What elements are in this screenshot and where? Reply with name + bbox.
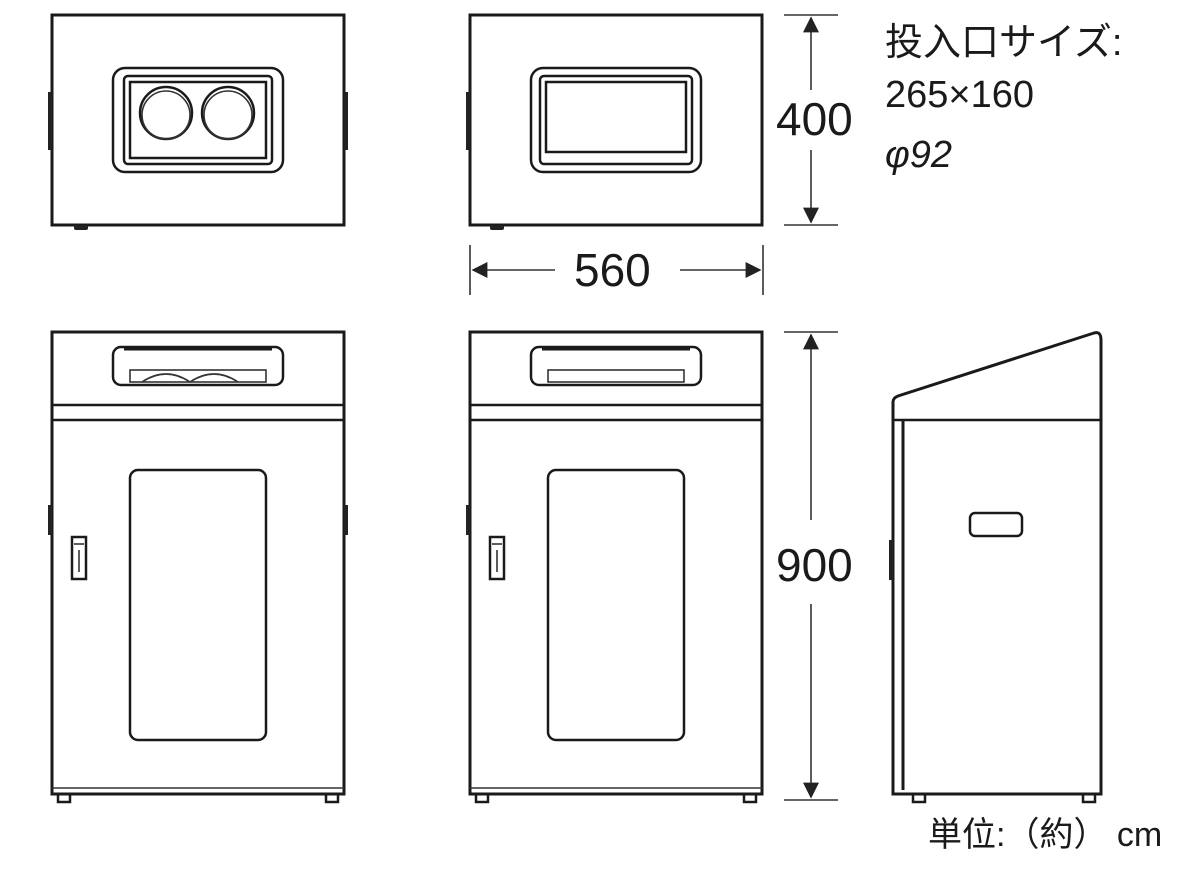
height-900-label: 900	[776, 539, 853, 591]
top-view-round	[48, 13, 348, 230]
unit-label: 単位:（約） cm	[928, 816, 1163, 854]
front-view-round	[48, 330, 348, 804]
side-view	[889, 331, 1103, 804]
dimension-400	[784, 14, 838, 226]
opening-circle-size: φ92	[885, 134, 953, 176]
dimension-560	[469, 245, 764, 295]
top-view-rect	[466, 13, 764, 230]
front-view-rect	[466, 330, 764, 804]
width-560-label: 560	[574, 244, 651, 296]
dimension-900	[784, 331, 838, 801]
opening-rect-size: 265×160	[885, 74, 1034, 116]
height-400-label: 400	[776, 93, 853, 145]
opening-size-title: 投入口サイズ:	[885, 22, 1123, 64]
